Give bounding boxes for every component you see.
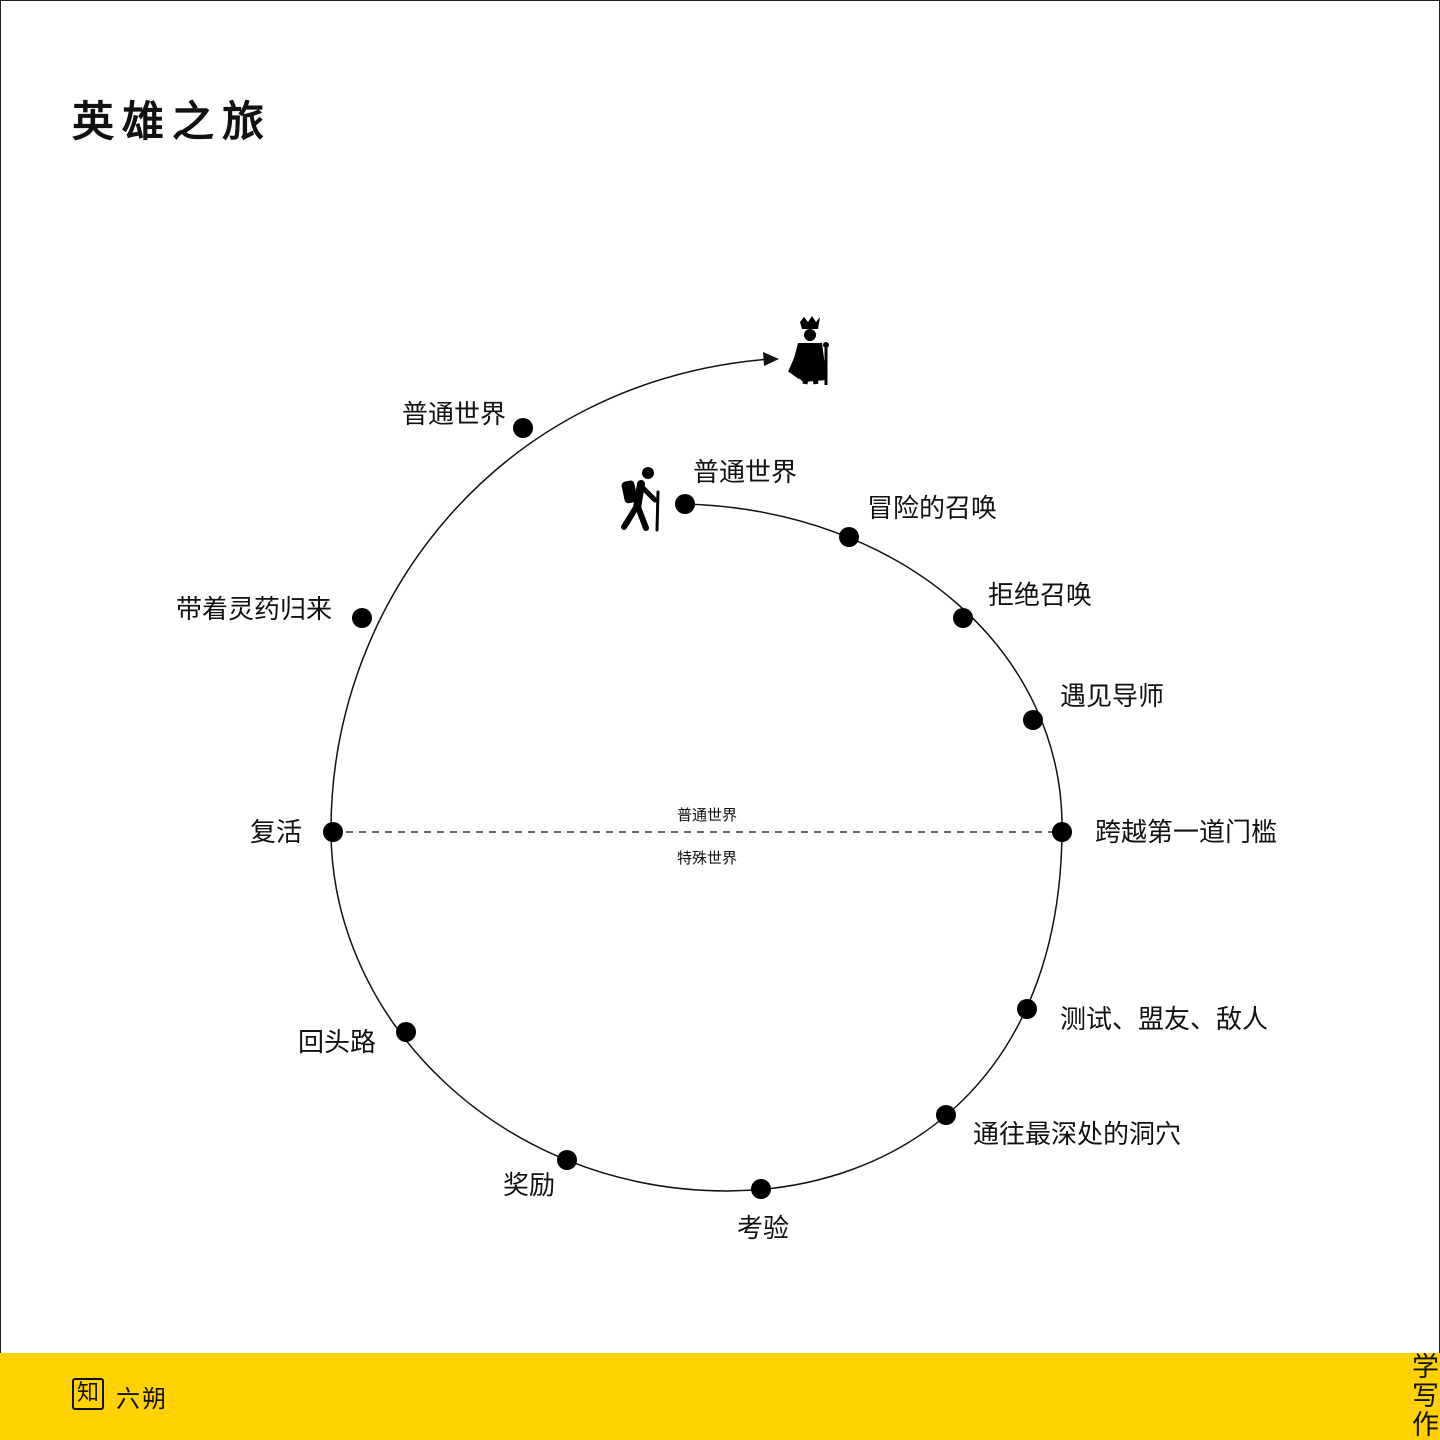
stage-label-3: 拒绝召唤: [988, 581, 1092, 611]
stage-label-12: 带着灵药归来: [176, 595, 332, 625]
stage-dot-5: [1052, 822, 1072, 842]
arrow-head-icon: [763, 352, 779, 366]
stage-label-13: 普通世界: [402, 400, 506, 430]
stage-dot-10: [396, 1022, 416, 1042]
stage-dot-13: [513, 418, 533, 438]
stage-label-6: 测试、盟友、敌人: [1060, 1005, 1268, 1035]
stage-label-8: 考验: [737, 1214, 789, 1244]
stage-label-11: 复活: [250, 818, 302, 848]
journey-path: [330, 358, 1063, 1192]
stage-label-5: 跨越第一道门槛: [1095, 818, 1277, 848]
zhihu-badge: 知: [72, 1378, 104, 1410]
stage-dot-12: [352, 608, 372, 628]
stage-dot-9: [557, 1150, 577, 1170]
stage-dot-8: [751, 1179, 771, 1199]
stage-label-10: 回头路: [298, 1028, 376, 1058]
stage-dot-7: [936, 1105, 956, 1125]
slogan-text: 学写作: [1412, 1353, 1439, 1440]
king-icon: [788, 316, 829, 385]
footer-bar: 知 六朔 学写作: [0, 1353, 1440, 1440]
stage-label-4: 遇见导师: [1060, 682, 1164, 712]
ordinary-world-label: 普通世界: [677, 806, 737, 824]
stage-dot-11: [323, 822, 343, 842]
stage-label-9: 奖励: [503, 1171, 555, 1201]
stage-label-2: 冒险的召唤: [867, 494, 997, 524]
stage-label-1: 普通世界: [693, 458, 797, 488]
stage-dot-1: [675, 494, 695, 514]
stage-dot-3: [953, 608, 973, 628]
stage-dot-6: [1017, 999, 1037, 1019]
page-title: 英雄之旅: [72, 97, 273, 146]
author-name: 六朔: [116, 1385, 168, 1413]
hiker-icon: [621, 467, 660, 532]
stage-dot-2: [839, 527, 859, 547]
special-world-label: 特殊世界: [677, 849, 737, 867]
stage-dot-4: [1023, 710, 1043, 730]
stage-label-7: 通往最深处的洞穴: [973, 1120, 1181, 1150]
